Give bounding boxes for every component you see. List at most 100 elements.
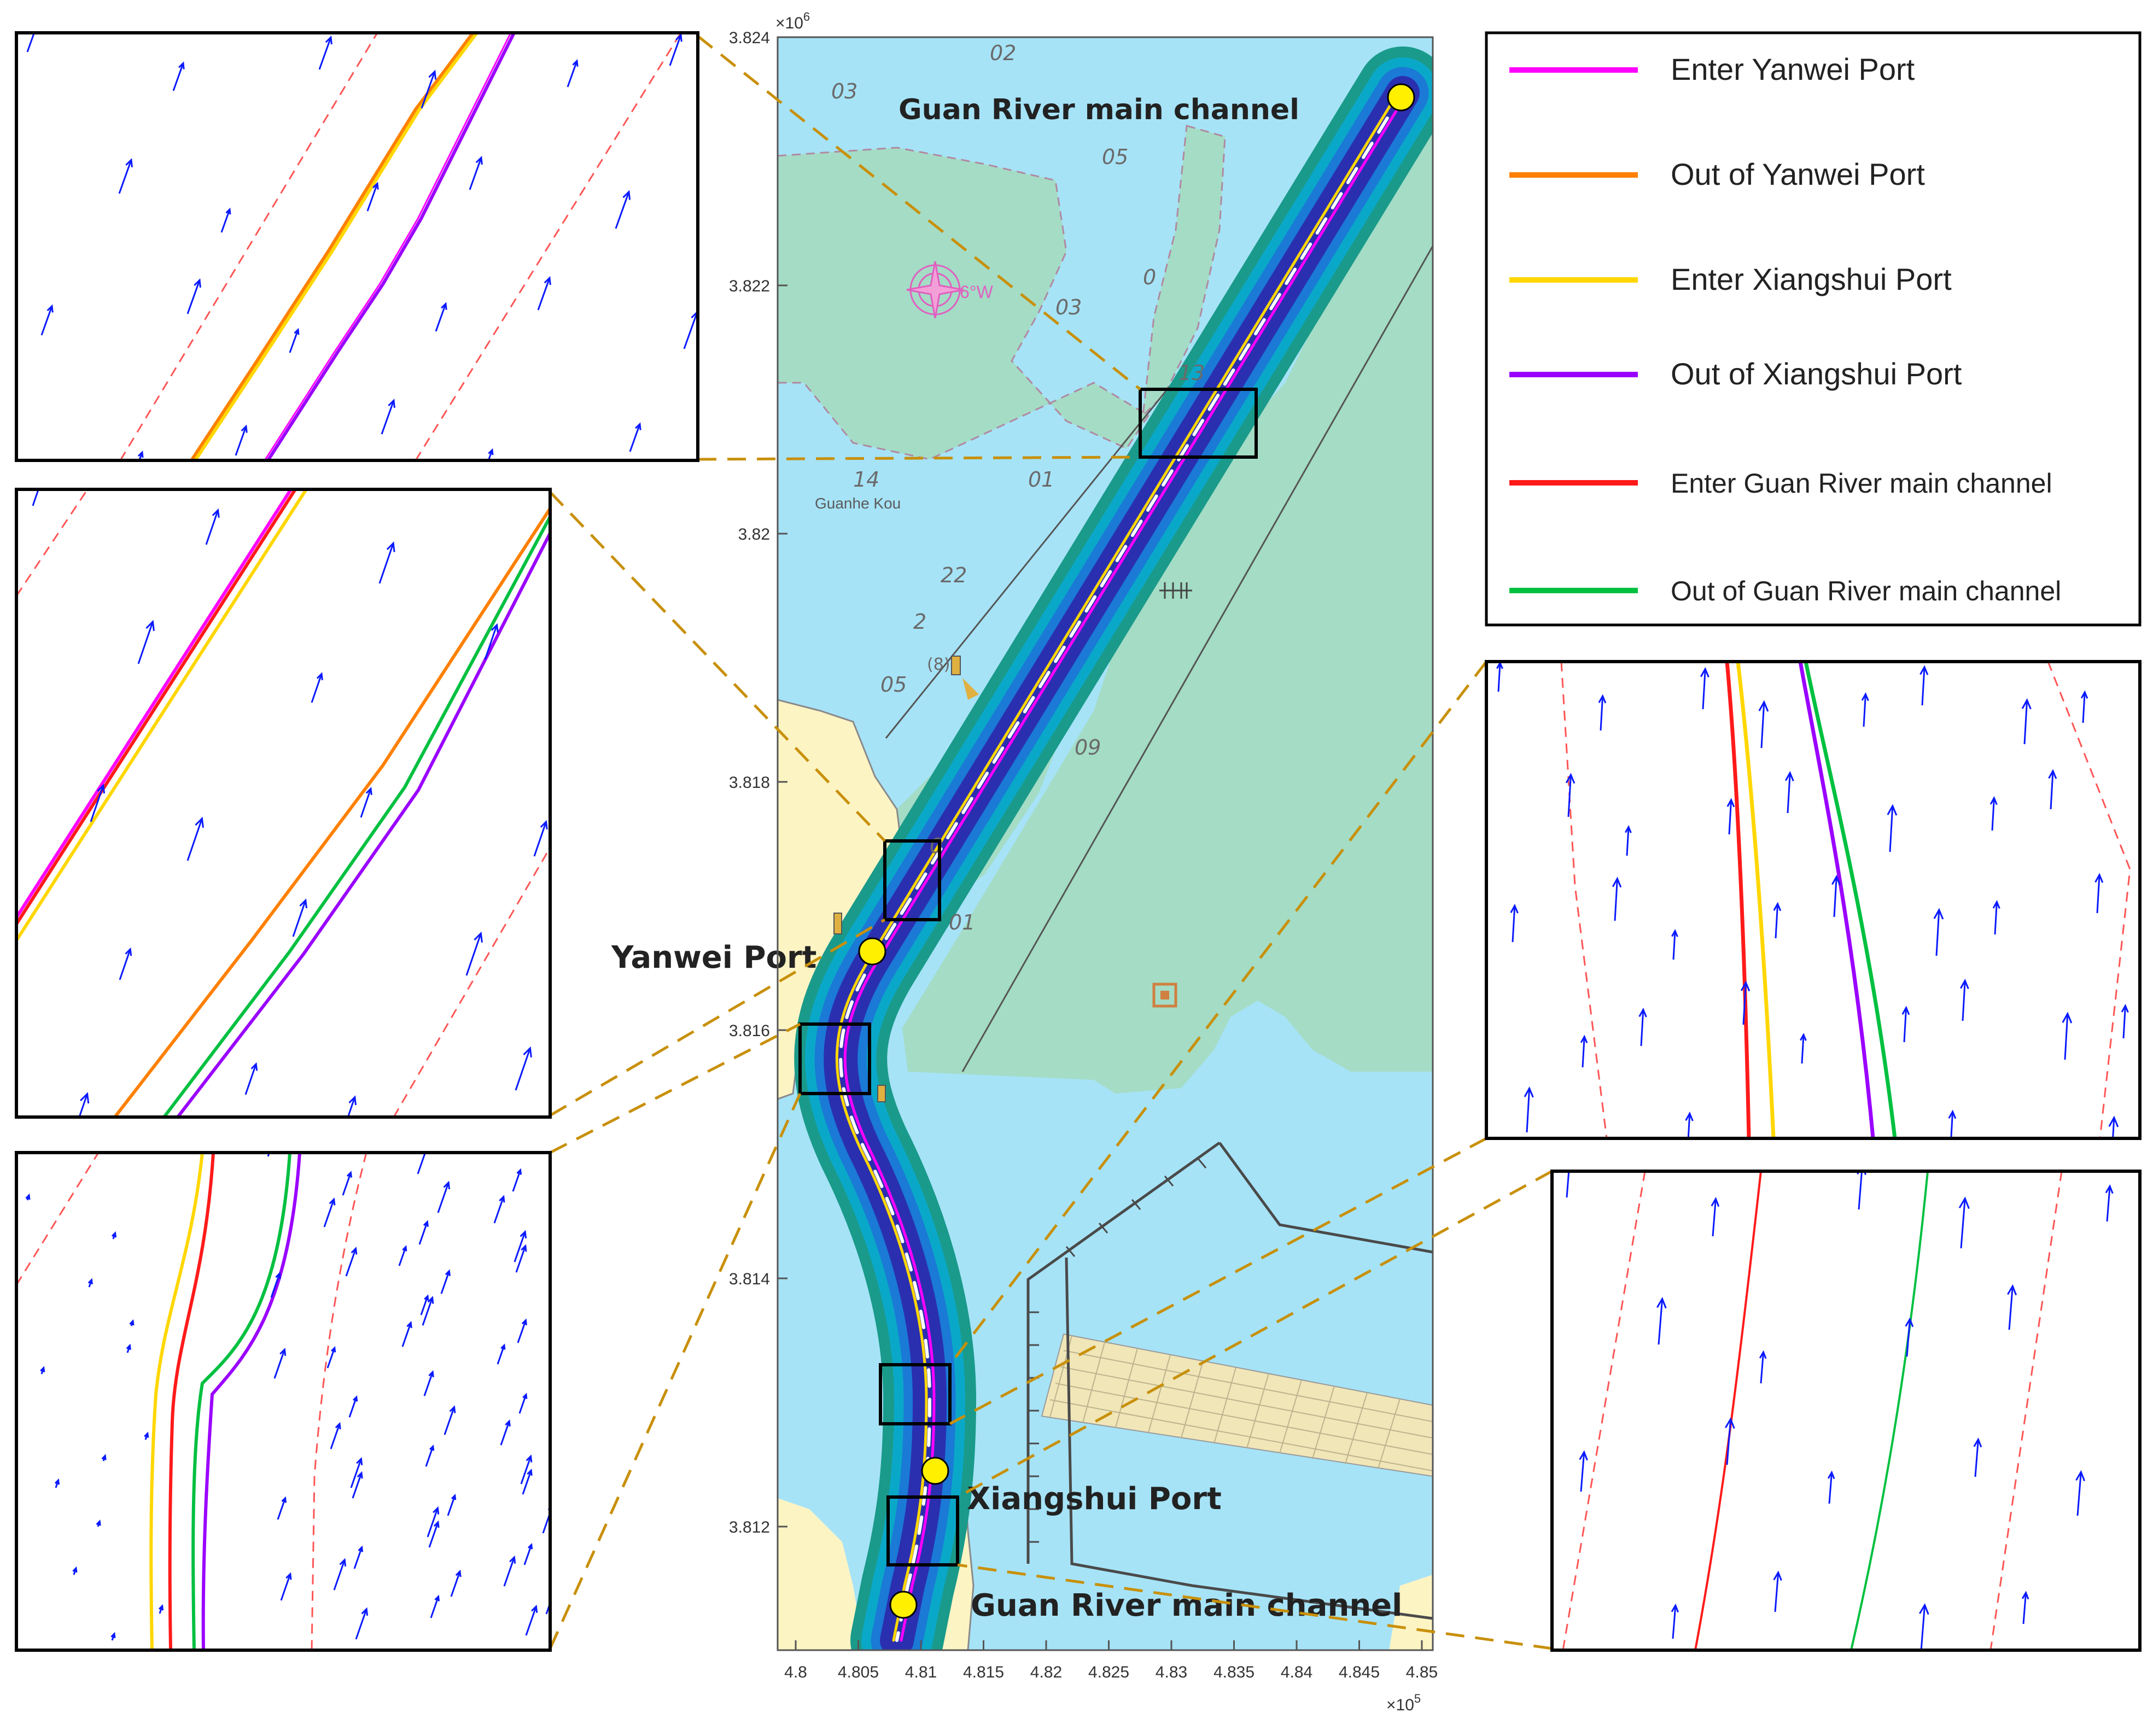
current-arrow: [1687, 1113, 1691, 1138]
grid-reclamation-area: [1041, 1333, 1433, 1477]
zoom-box-3: [798, 1022, 871, 1095]
current-arrow: [172, 63, 184, 91]
current-arrow-head: [25, 1193, 31, 1200]
current-arrow: [1726, 1419, 1732, 1465]
x-tick-label: 4.845: [1339, 1663, 1380, 1681]
x-tick-label: 4.83: [1156, 1663, 1187, 1681]
current-arrow: [323, 1199, 335, 1228]
current-arrow-head: [1580, 1034, 1588, 1043]
current-arrow: [2050, 770, 2054, 810]
current-arrow: [347, 1097, 356, 1117]
y-tick-label: 3.822: [729, 277, 770, 295]
current-arrow: [418, 1221, 428, 1245]
current-arrow: [2022, 1592, 2027, 1624]
x-tick-label: 4.81: [905, 1663, 937, 1681]
current-arrow: [1991, 798, 1995, 831]
inset-top-left: [15, 31, 699, 462]
current-arrow: [512, 1170, 522, 1192]
current-arrow-head: [1973, 1437, 1982, 1448]
place-name-guanhe-kou: Guanhe Kou: [815, 495, 901, 512]
legend-box: [1485, 31, 2142, 627]
depth-sounding: 03: [831, 79, 857, 103]
current-arrow-head: [531, 1604, 538, 1613]
current-arrow: [1672, 1605, 1677, 1639]
current-arrow: [348, 1396, 358, 1418]
current-arrow: [669, 34, 682, 66]
current-arrow-head: [1800, 1033, 1807, 1041]
label-yanwei-port: Yanwei Port: [611, 940, 816, 975]
current-arrow-head: [299, 898, 308, 909]
current-arrow-head: [178, 61, 185, 69]
x-tick-label: 4.815: [963, 1663, 1004, 1681]
current-arrow: [515, 1048, 531, 1091]
current-arrow-head: [194, 278, 201, 288]
current-arrow: [352, 1472, 363, 1499]
depth-sounding: 22: [941, 563, 967, 587]
current-arrow-head: [2121, 1004, 2129, 1013]
label-guan-river-top: Guan River main channel: [898, 93, 1299, 126]
current-arrow-head: [2062, 1012, 2073, 1024]
current-arrow: [118, 159, 132, 194]
current-arrow: [1512, 905, 1516, 943]
point-guan-river-top: [1387, 83, 1415, 112]
depth-sounding: 02: [990, 41, 1016, 65]
current-arrow: [1848, 1139, 1850, 1168]
current-arrow: [119, 949, 131, 980]
current-arrow-head: [520, 1230, 527, 1239]
current-arrow: [594, 1370, 602, 1392]
current-arrow: [1903, 1007, 1907, 1043]
current-arrow: [1935, 909, 1940, 956]
current-arrow: [1585, 1141, 1587, 1171]
current-arrow-head: [1685, 1112, 1694, 1121]
current-arrow-head: [69, 1656, 73, 1661]
channel-boundary: [119, 33, 682, 460]
current-arrow-head: [455, 1569, 462, 1577]
current-arrow-head: [225, 207, 231, 215]
current-arrow-head: [500, 1343, 506, 1350]
current-arrow: [428, 1522, 439, 1548]
current-arrow-head: [285, 1572, 292, 1580]
current-arrow-head: [2021, 1591, 2029, 1600]
current-arrow-head: [46, 304, 54, 313]
current-arrow: [1920, 1605, 1926, 1650]
current-arrow-head: [365, 787, 372, 796]
current-arrow: [425, 1446, 434, 1467]
current-arrow: [465, 933, 482, 976]
current-arrow-head: [523, 1046, 532, 1057]
current-arrow-head: [325, 35, 332, 45]
current-arrow-head: [449, 1405, 456, 1413]
current-arrow: [567, 60, 578, 87]
current-arrow-head: [433, 1520, 440, 1528]
current-arrow: [1497, 663, 1501, 692]
x-exponent: ×105: [1386, 1692, 1421, 1714]
current-arrow-head: [316, 672, 323, 681]
current-arrow: [1833, 876, 1837, 917]
current-arrow-head: [87, 1278, 93, 1284]
current-arrow-head: [544, 276, 551, 285]
current-arrow-head: [2151, 804, 2153, 813]
current-arrows: [1565, 1171, 2114, 1650]
current-arrow-head: [491, 623, 499, 633]
current-arrow-head: [351, 1247, 358, 1255]
current-arrow: [90, 785, 104, 822]
current-arrow-head: [279, 1347, 287, 1356]
current-arrows: [26, 33, 698, 460]
current-arrow-head: [1861, 692, 1869, 702]
current-arrow: [497, 1345, 505, 1365]
legend-label: Enter Yanwei Port: [1671, 52, 1915, 86]
current-arrow: [1600, 695, 1604, 731]
point-guan-river-bottom: [889, 1591, 918, 1619]
current-arrow-head: [335, 1422, 341, 1430]
current-arrow-head: [1579, 1450, 1588, 1461]
zoom-boxes: [798, 388, 1258, 1567]
current-arrow-head: [2075, 1470, 2086, 1482]
current-arrow: [280, 1574, 291, 1601]
current-arrow-head: [195, 816, 204, 828]
legend-label: Out of Yanwei Port: [1671, 157, 1925, 191]
current-arrow: [138, 452, 143, 460]
point-xiangshui-port: [921, 1457, 949, 1485]
